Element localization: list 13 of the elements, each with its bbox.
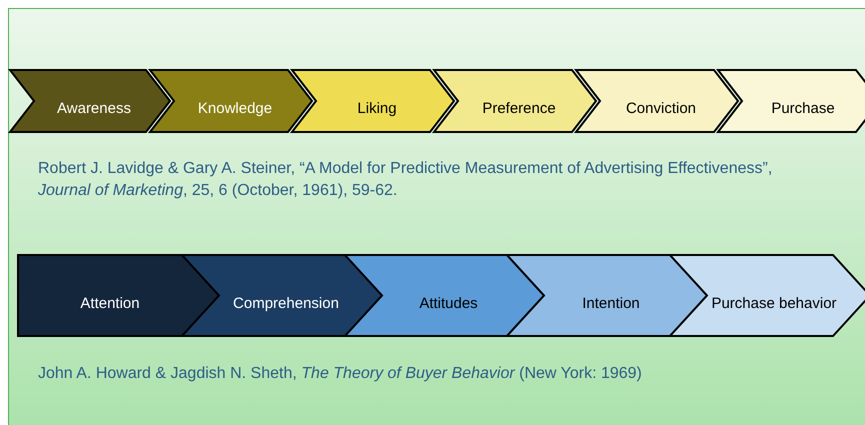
step-label: Attention [79,296,141,310]
step-label: Knowledge [196,101,274,116]
citation-text: John A. Howard & Jagdish N. Sheth, The Theory of Buyer Behavior (New York: 1969) [38,364,643,384]
step-label: Purchase behavior [711,296,837,310]
step-label: Purchase [770,101,836,116]
citation-text: Robert J. Lavidge & Gary A. Steiner, “A Model for Predictive Measurement of Advertising Effectiveness”, Journal of Marketing, 25, 6 (October, 1961), 59-62. [38,159,774,201]
step-label: Conviction [624,101,698,116]
step-label: Preference [481,101,557,116]
step-label: Liking [356,101,398,116]
step-label: Comprehension [232,296,340,310]
step-label: Attitudes [418,296,479,310]
step-label: Awareness [56,101,132,116]
step-label: Intention [581,296,641,310]
